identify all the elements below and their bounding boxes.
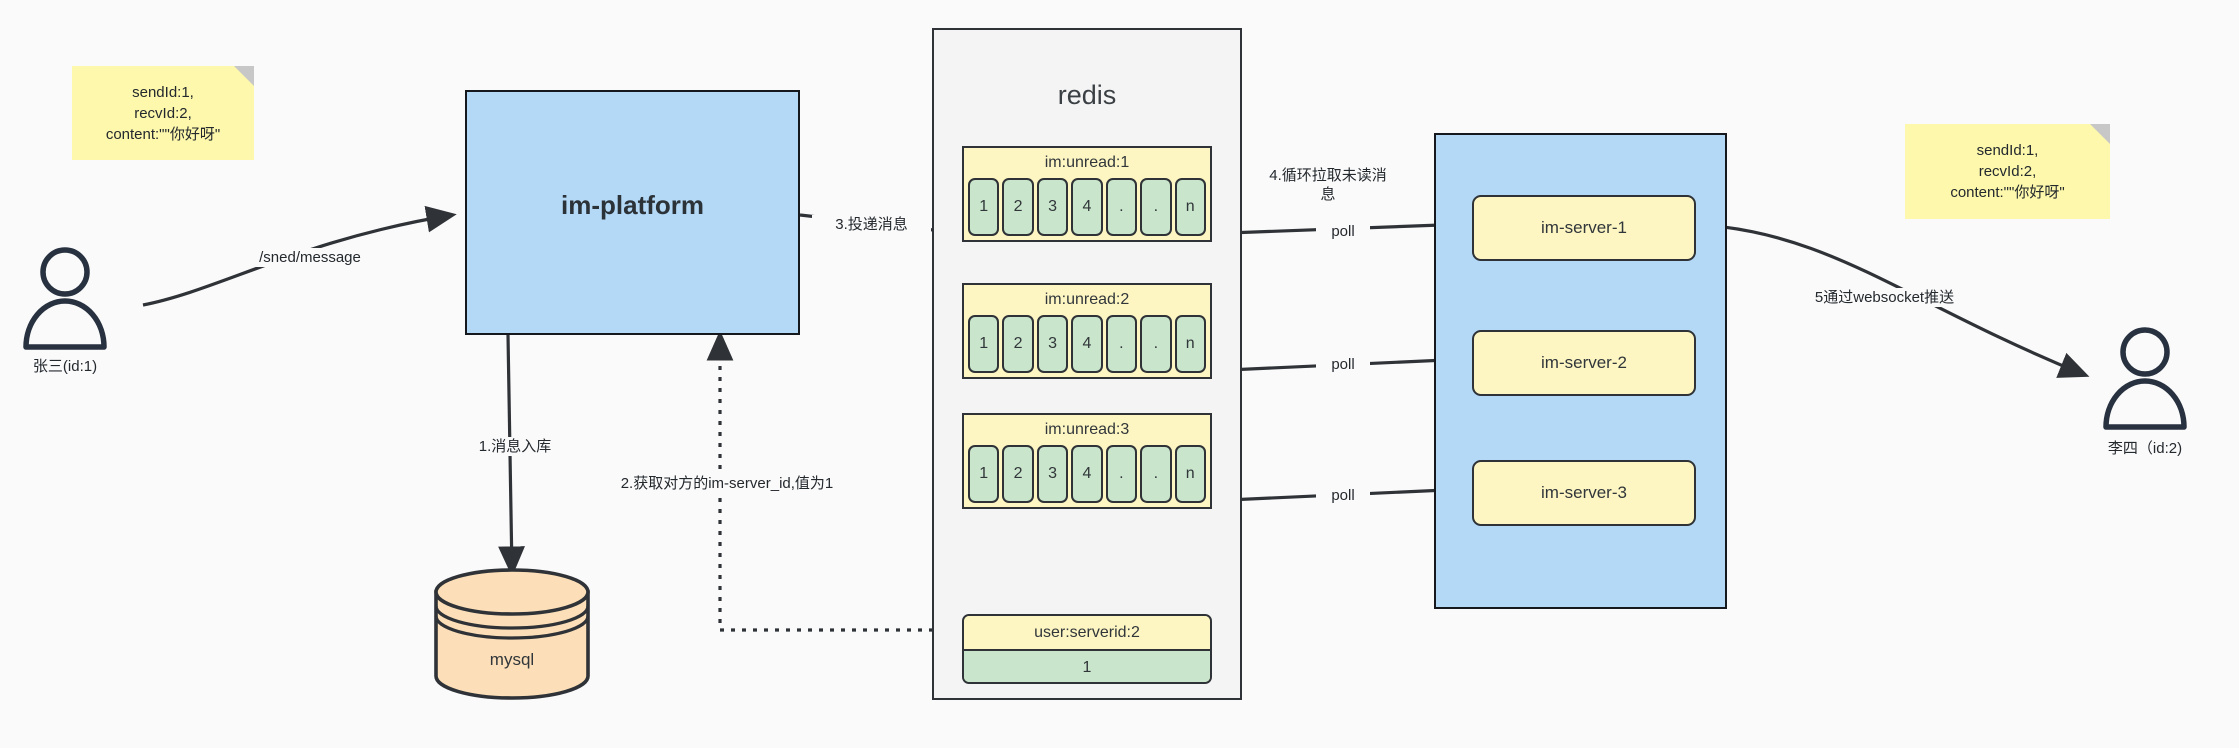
- im-server-3-label: im-server-3: [1541, 483, 1627, 502]
- redis-cell[interactable]: .: [1140, 445, 1172, 503]
- sticky-note-sender-payload: sendId:1, recvId:2, content:""你好呀": [72, 66, 254, 160]
- edge-label-poll-3: poll: [1316, 486, 1370, 505]
- redis-cell[interactable]: n: [1174, 315, 1206, 373]
- actor-sender-label: 张三(id:1): [32, 358, 98, 375]
- actor-receiver[interactable]: [2100, 325, 2190, 430]
- actor-receiver-label: 李四（id:2): [2107, 440, 2183, 457]
- redis-cell[interactable]: n: [1174, 178, 1206, 236]
- im-server-1-box[interactable]: im-server-1: [1472, 195, 1696, 261]
- mysql-database[interactable]: mysql: [432, 568, 592, 700]
- sticky-note-text: sendId:1, recvId:2, content:""你好呀": [105, 83, 221, 143]
- sticky-note-receiver-payload: sendId:1, recvId:2, content:""你好呀": [1905, 124, 2110, 219]
- im-platform-box[interactable]: im-platform: [465, 90, 800, 335]
- redis-kv-value: 1: [964, 649, 1210, 682]
- im-server-3-box[interactable]: im-server-3: [1472, 460, 1696, 526]
- redis-cell[interactable]: 3: [1036, 315, 1069, 373]
- redis-cell[interactable]: 2: [1002, 315, 1034, 373]
- redis-list-cells: 1 2 3 4 . . n: [964, 178, 1210, 240]
- user-icon: [2103, 327, 2187, 430]
- edge-label-step2: 2.获取对方的im-server_id,值为1: [575, 474, 879, 493]
- user-icon: [23, 247, 107, 350]
- redis-list-im-unread-2[interactable]: im:unread:2 1 2 3 4 . . n: [962, 283, 1212, 379]
- redis-cell[interactable]: 1: [968, 178, 1000, 236]
- redis-container: redis im:unread:1 1 2 3 4 . . n im:unrea…: [932, 28, 1242, 700]
- redis-list-key: im:unread:3: [1044, 421, 1130, 438]
- redis-cell[interactable]: 1: [968, 315, 1000, 373]
- redis-cell[interactable]: 2: [1002, 445, 1034, 503]
- edge-label-poll-2: poll: [1316, 355, 1370, 374]
- redis-cell[interactable]: 3: [1036, 445, 1069, 503]
- database-cylinder-icon: [434, 568, 590, 700]
- im-server-cluster-box: im-server-1 im-server-2 im-server-3: [1434, 133, 1727, 609]
- redis-cell[interactable]: .: [1105, 178, 1138, 236]
- redis-list-im-unread-1[interactable]: im:unread:1 1 2 3 4 . . n: [962, 146, 1212, 242]
- redis-kv-key: user:serverid:2: [964, 616, 1210, 649]
- im-server-2-label: im-server-2: [1541, 353, 1627, 372]
- note-fold-corner-icon: [2090, 124, 2110, 144]
- edge-label-step3: 3.投递消息: [812, 215, 931, 234]
- redis-list-im-unread-3[interactable]: im:unread:3 1 2 3 4 . . n: [962, 413, 1212, 509]
- redis-cell[interactable]: 4: [1071, 178, 1103, 236]
- redis-cell[interactable]: 1: [968, 445, 1000, 503]
- mysql-label: mysql: [489, 650, 535, 669]
- redis-list-cells: 1 2 3 4 . . n: [964, 315, 1210, 377]
- redis-cell[interactable]: .: [1140, 315, 1172, 373]
- im-platform-label: im-platform: [561, 190, 704, 220]
- redis-cell[interactable]: .: [1140, 178, 1172, 236]
- redis-cell[interactable]: n: [1174, 445, 1206, 503]
- redis-list-key: im:unread:2: [1044, 291, 1130, 308]
- redis-title: redis: [1057, 80, 1117, 110]
- redis-kv-user-serverid[interactable]: user:serverid:2 1: [962, 614, 1212, 684]
- edge-label-step5: 5通过websocket推送: [1775, 288, 1994, 307]
- note-fold-corner-icon: [234, 66, 254, 86]
- redis-list-cells: 1 2 3 4 . . n: [964, 445, 1210, 507]
- redis-list-key: im:unread:1: [1044, 154, 1130, 171]
- redis-cell[interactable]: 2: [1002, 178, 1034, 236]
- edge-label-poll-1: poll: [1316, 222, 1370, 241]
- im-server-2-box[interactable]: im-server-2: [1472, 330, 1696, 396]
- redis-cell[interactable]: .: [1105, 445, 1138, 503]
- im-server-1-label: im-server-1: [1541, 218, 1627, 237]
- edge-label-send-message: /sned/message: [228, 248, 392, 267]
- redis-cell[interactable]: 4: [1071, 445, 1103, 503]
- sticky-note-text: sendId:1, recvId:2, content:""你好呀": [1950, 142, 2065, 201]
- redis-cell[interactable]: .: [1105, 315, 1138, 373]
- edge-label-step4: 4.循环拉取未读消 息: [1250, 166, 1406, 204]
- redis-cell[interactable]: 3: [1036, 178, 1069, 236]
- redis-cell[interactable]: 4: [1071, 315, 1103, 373]
- edge-label-step1: 1.消息入库: [448, 437, 582, 456]
- actor-sender[interactable]: [20, 245, 110, 350]
